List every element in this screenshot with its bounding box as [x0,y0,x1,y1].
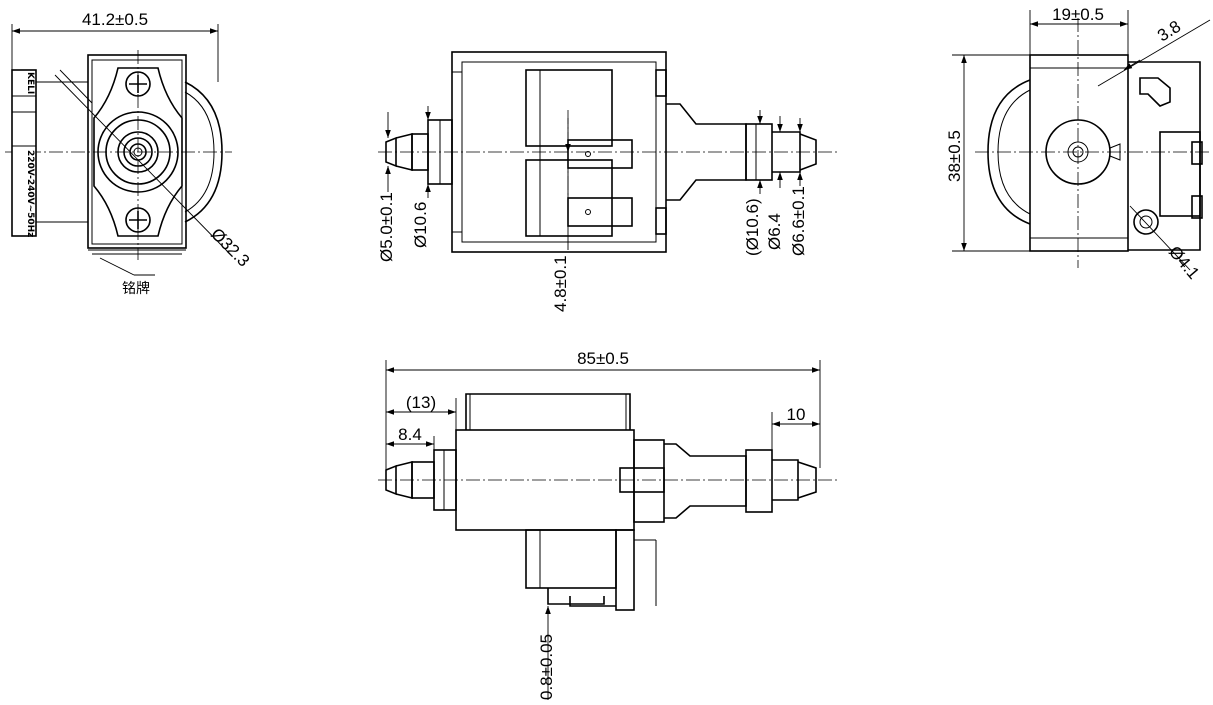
side-height-dim: 38±0.5 [945,130,964,182]
front-width-dim: 41.2±0.5 [82,10,148,29]
overall-length-dim: 85±0.5 [577,349,629,368]
bottom-view: 85±0.5 (13) 8.4 10 0.8±0.05 [378,349,840,700]
terminal-thickness-dim: 0.8±0.05 [537,634,556,700]
outlet-barb-dim: Ø6.6±0.1 [789,186,808,256]
plate-brand: KELI [25,72,35,94]
plate-voltage: 220V-240V~50Hz [25,150,35,237]
inlet-flange-dim: Ø10.6 [411,202,430,248]
inlet-barb-dim: Ø5.0±0.1 [377,192,396,262]
pin-offset-dim: 4.8±0.1 [551,255,570,312]
outlet-flange-dim: (Ø10.6) [743,198,762,256]
outlet-bore-dim: Ø6.4 [765,213,784,250]
side-view: 19±0.5 3.8 38±0.5 Ø4.1 [945,5,1212,283]
inlet-barb-length-dim: 8.4 [398,425,422,444]
side-hole-dim: Ø4.1 [1165,242,1203,282]
front-diameter-dim: Ø32.3 [207,224,253,270]
outlet-barb-length-dim: 10 [787,405,806,424]
front-view: 41.2±0.5 Ø32.3 铭牌 KELI 220V-240V~50Hz [5,10,253,296]
top-view: Ø5.0±0.1 Ø10.6 4.8±0.1 (Ø10.6) Ø6.4 Ø6.6… [377,51,840,312]
inlet-length-dim: (13) [406,393,436,412]
side-clip-dim: 3.8 [1154,17,1184,46]
side-width-dim: 19±0.5 [1052,5,1104,24]
nameplate-label: 铭牌 [122,280,150,296]
